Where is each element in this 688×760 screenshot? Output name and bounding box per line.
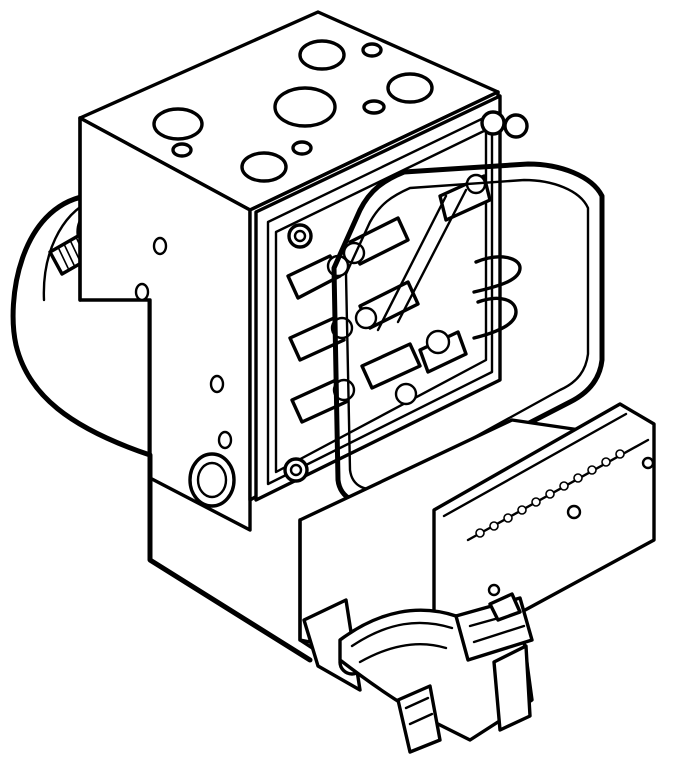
wiring-connector: [338, 592, 534, 754]
control-module: [298, 402, 656, 692]
terminal-pins: [475, 449, 625, 538]
brake-line-ports: [152, 39, 434, 183]
